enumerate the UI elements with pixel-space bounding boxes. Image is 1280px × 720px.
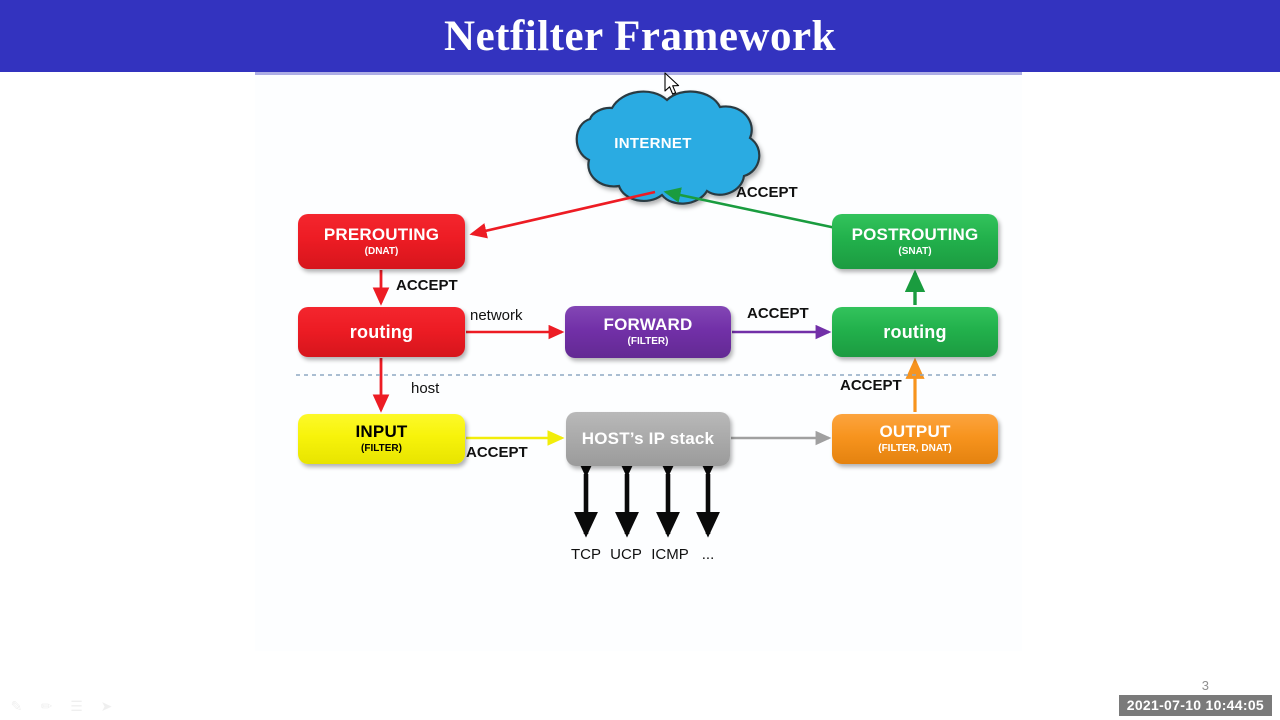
node-host-ip-stack-label: HOST’s IP stack — [581, 429, 715, 449]
timestamp-badge: 2021-07-10 10:44:05 — [1118, 695, 1272, 716]
node-output-sublabel: (FILTER, DNAT) — [878, 443, 952, 455]
node-postrouting-sublabel: (SNAT) — [898, 245, 932, 257]
mouse-cursor — [664, 72, 680, 95]
netfilter-diagram: INTERNET PREROUTING (DNAT) routing INPUT… — [0, 72, 1280, 672]
highlighter-icon[interactable]: ✏ — [40, 697, 53, 714]
node-output-label: OUTPUT — [879, 422, 951, 442]
edge-label-accept-prerouting: ACCEPT — [396, 277, 458, 294]
internet-cloud-shape — [575, 90, 761, 205]
node-routing-egress[interactable]: routing — [832, 307, 998, 357]
node-host-ip-stack[interactable]: HOST’s IP stack — [566, 412, 730, 466]
node-input-label: INPUT — [355, 422, 408, 442]
node-forward-label: FORWARD — [603, 315, 693, 335]
edge-label-network: network — [470, 307, 523, 324]
edge-label-accept-cloud: ACCEPT — [736, 184, 798, 201]
page-title: Netfilter Framework — [444, 12, 836, 60]
node-prerouting[interactable]: PREROUTING (DNAT) — [298, 214, 465, 269]
node-routing-ingress[interactable]: routing — [298, 307, 465, 357]
menu-icon[interactable]: ☰ — [70, 697, 83, 714]
node-forward-sublabel: (FILTER) — [627, 336, 669, 348]
node-input[interactable]: INPUT (FILTER) — [298, 414, 465, 464]
edge-label-accept-output: ACCEPT — [840, 377, 902, 394]
protocol-label-tcp: TCP — [571, 546, 601, 563]
arrow-postrouting-to-cloud — [663, 187, 837, 230]
edge-label-accept-forward: ACCEPT — [747, 305, 809, 322]
node-prerouting-sublabel: (DNAT) — [364, 245, 399, 257]
node-routing-egress-label: routing — [883, 321, 947, 342]
node-output[interactable]: OUTPUT (FILTER, DNAT) — [832, 414, 998, 464]
protocol-label-ucp: UCP — [610, 546, 642, 563]
annotation-toolbar[interactable]: ✎ ✏ ☰ ➤ — [8, 698, 115, 714]
diagram-vectors — [296, 90, 998, 538]
node-forward[interactable]: FORWARD (FILTER) — [565, 306, 731, 358]
protocol-label-more: ... — [701, 546, 715, 563]
pointer-icon[interactable]: ➤ — [100, 697, 113, 714]
title-banner — [0, 0, 1280, 72]
internet-cloud-label: INTERNET — [614, 135, 692, 152]
node-routing-ingress-label: routing — [349, 321, 414, 342]
protocol-arrows — [574, 451, 720, 538]
node-prerouting-label: PREROUTING — [323, 224, 440, 244]
node-postrouting[interactable]: POSTROUTING (SNAT) — [832, 214, 998, 269]
arrow-cloud-to-prerouting — [469, 190, 656, 239]
edge-label-accept-input: ACCEPT — [466, 444, 528, 461]
banner-edge — [255, 72, 1022, 75]
pen-icon[interactable]: ✎ — [10, 697, 23, 714]
edge-label-host: host — [411, 380, 440, 397]
protocol-label-icmp: ICMP — [651, 546, 689, 563]
node-input-sublabel: (FILTER) — [361, 443, 402, 455]
page-number: 3 — [1201, 678, 1209, 693]
node-postrouting-label: POSTROUTING — [851, 224, 979, 244]
